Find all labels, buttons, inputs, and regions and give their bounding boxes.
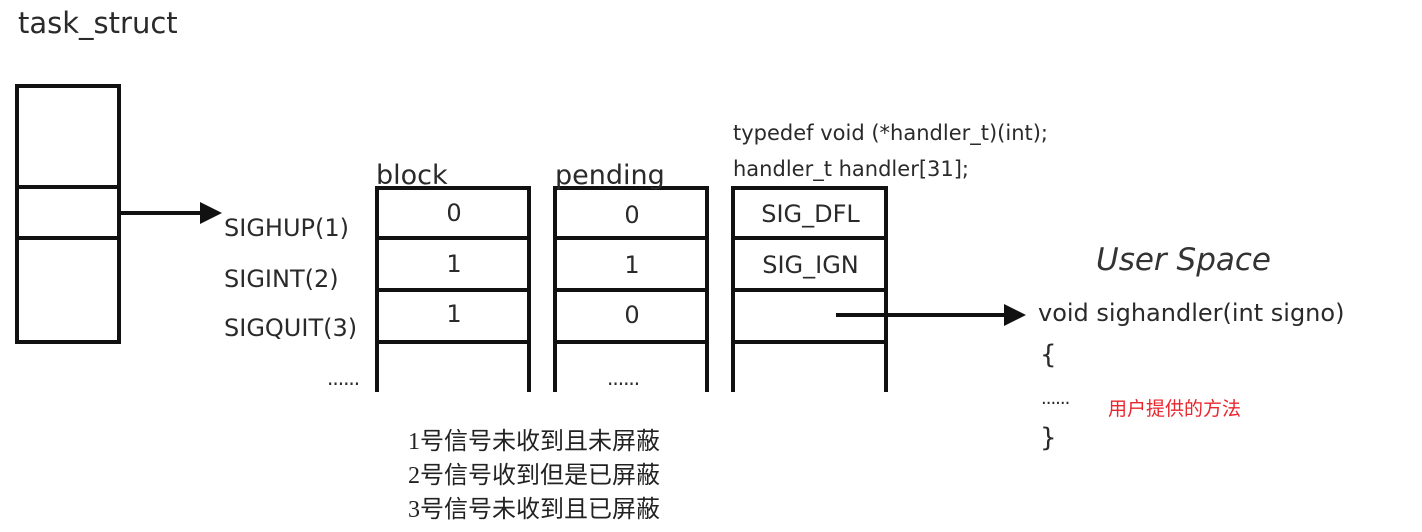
block-cell-3: 1 [446, 300, 462, 328]
sighandler-signature: void sighandler(int signo) [1038, 299, 1345, 327]
close-brace: } [1040, 423, 1057, 453]
task-struct-label: task_struct [18, 6, 178, 40]
handler-to-userspace-arrowhead [1004, 304, 1026, 326]
note-signal-3: 3号信号未收到且已屏蔽 [408, 497, 660, 523]
note-signal-1: 1号信号未收到且未屏蔽 [408, 429, 660, 455]
user-method-comment: 用户提供的方法 [1108, 398, 1242, 420]
pending-cell-1: 0 [624, 201, 640, 229]
handler-cell-2: SIG_IGN [762, 251, 859, 279]
signal-label-sighup: SIGHUP(1) [224, 214, 349, 242]
handler-table [731, 186, 888, 392]
signals-ellipsis: ...... [327, 366, 360, 390]
open-brace: { [1040, 340, 1057, 370]
task-struct-box [15, 84, 121, 344]
handler-decl-line: handler_t handler[31]; [733, 157, 970, 181]
task-to-table-arrowhead [200, 202, 222, 224]
pending-cell-3: 0 [624, 301, 640, 329]
handler-cell-1: SIG_DFL [761, 200, 860, 228]
block-cell-2: 1 [446, 250, 462, 278]
pending-cell-2: 1 [624, 251, 640, 279]
block-cell-1: 0 [446, 199, 462, 227]
note-signal-2: 2号信号收到但是已屏蔽 [408, 463, 660, 489]
pending-ellipsis: ...... [607, 366, 640, 390]
block-header: block [376, 160, 448, 191]
body-ellipsis: ...... [1041, 388, 1070, 409]
typedef-line: typedef void (*handler_t)(int); [733, 121, 1049, 145]
user-space-title: User Space [1096, 242, 1271, 278]
signal-label-sigquit: SIGQUIT(3) [224, 314, 358, 342]
pending-table [553, 186, 709, 392]
block-table [375, 186, 531, 392]
pending-header: pending [555, 160, 665, 191]
signal-label-sigint: SIGINT(2) [224, 265, 339, 293]
